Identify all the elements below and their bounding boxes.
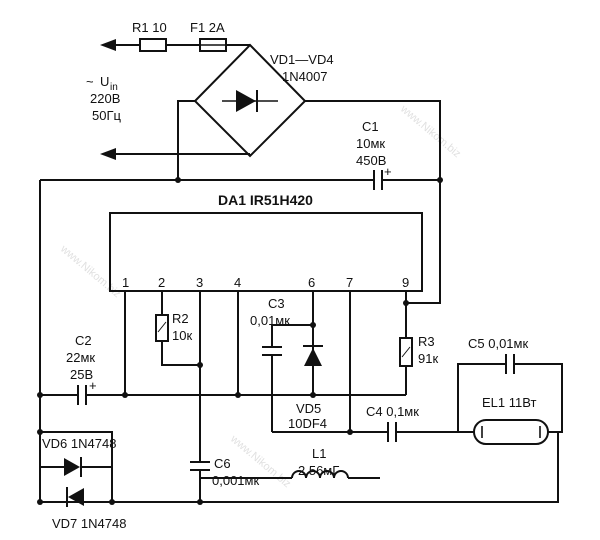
resistor-r3: R3 91к — [399, 334, 438, 367]
diode-vd6: VD6 1N4748 — [40, 436, 116, 477]
input-frequency: 50Гц — [92, 108, 121, 123]
c1-voltage: 450В — [356, 153, 386, 168]
capacitor-c3: C3 0,01мк — [250, 296, 290, 432]
c3-value: 0,01мк — [250, 313, 290, 328]
watermark-text-1: www.Nikom.biz — [397, 102, 463, 160]
ic-pin-4: 4 — [234, 275, 241, 290]
r2-name: R2 — [172, 311, 189, 326]
capacitor-c2: + C2 22мк 25В — [66, 333, 97, 405]
diode-bridge-vd1-vd4: VD1—VD4 1N4007 — [193, 43, 334, 158]
diode-vd7: VD7 1N4748 — [52, 487, 126, 531]
input-voltage: 220В — [90, 91, 120, 106]
capacitor-c4: C4 0,1мк — [366, 404, 419, 442]
r3-name: R3 — [418, 334, 435, 349]
ic-pin-2: 2 — [158, 275, 165, 290]
diode-vd5: VD5 10DF4 — [288, 345, 327, 431]
r1-label: R1 10 — [132, 20, 167, 35]
input-arrow-bottom-icon — [100, 148, 116, 160]
ic-name: DA1 IR51H420 — [218, 192, 313, 208]
f1-label: F1 2A — [190, 20, 225, 35]
vd5-name: VD5 — [296, 401, 321, 416]
capacitor-c1: + C1 10мк 450В — [356, 119, 392, 190]
input-arrow-top-icon — [100, 39, 116, 51]
input-u-sub: in — [110, 82, 118, 93]
c2-name: C2 — [75, 333, 92, 348]
c1-polarity: + — [384, 164, 392, 179]
bridge-part: 1N4007 — [282, 69, 328, 84]
bridge-name: VD1—VD4 — [270, 52, 334, 67]
ic-da1: DA1 IR51H420 1 2 3 4 6 7 9 — [109, 192, 423, 292]
c6-value: 0,001мк — [212, 473, 259, 488]
vd6-diode-icon — [64, 458, 80, 476]
capacitor-c6: C6 0,001мк — [190, 456, 259, 502]
l1-value: 2,56мГ — [298, 463, 339, 478]
vd7-diode-icon — [68, 488, 84, 506]
resistor-r1: R1 10 — [132, 20, 167, 52]
input-tilde: ~ — [86, 74, 94, 89]
el1-label: EL1 11Вт — [482, 395, 536, 410]
c4-label: C4 0,1мк — [366, 404, 419, 419]
ic-pin-9: 9 — [402, 275, 409, 290]
vd7-label: VD7 1N4748 — [52, 516, 126, 531]
bridge-diode-icon — [236, 90, 256, 112]
c2-value: 22мк — [66, 350, 95, 365]
capacitor-c5: C5 0,01мк — [468, 336, 528, 374]
c6-name: C6 — [214, 456, 231, 471]
c3-name: C3 — [268, 296, 285, 311]
c1-name: C1 — [362, 119, 379, 134]
vd5-part: 10DF4 — [288, 416, 327, 431]
r3-value: 91к — [418, 351, 438, 366]
ac-input: ~ U in 220В 50Гц — [86, 39, 250, 160]
input-u-label: U — [100, 74, 109, 89]
c1-value: 10мк — [356, 136, 385, 151]
c2-polarity: + — [89, 378, 97, 393]
inductor-l1: L1 2,56мГ — [200, 446, 380, 479]
c2-voltage: 25В — [70, 367, 93, 382]
ic-pin-3: 3 — [196, 275, 203, 290]
ic-pin-6: 6 — [308, 275, 315, 290]
vd6-label: VD6 1N4748 — [42, 436, 116, 451]
r2-value: 10к — [172, 328, 192, 343]
lamp-el1: EL1 11Вт — [473, 395, 549, 445]
l1-name: L1 — [312, 446, 326, 461]
ic-pin-1: 1 — [122, 275, 129, 290]
resistor-r2: R2 10к — [155, 311, 192, 343]
vd5-diode-icon — [304, 348, 322, 366]
ic-pin-7: 7 — [346, 275, 353, 290]
fuse-f1: F1 2A — [190, 20, 227, 52]
c5-label: C5 0,01мк — [468, 336, 528, 351]
